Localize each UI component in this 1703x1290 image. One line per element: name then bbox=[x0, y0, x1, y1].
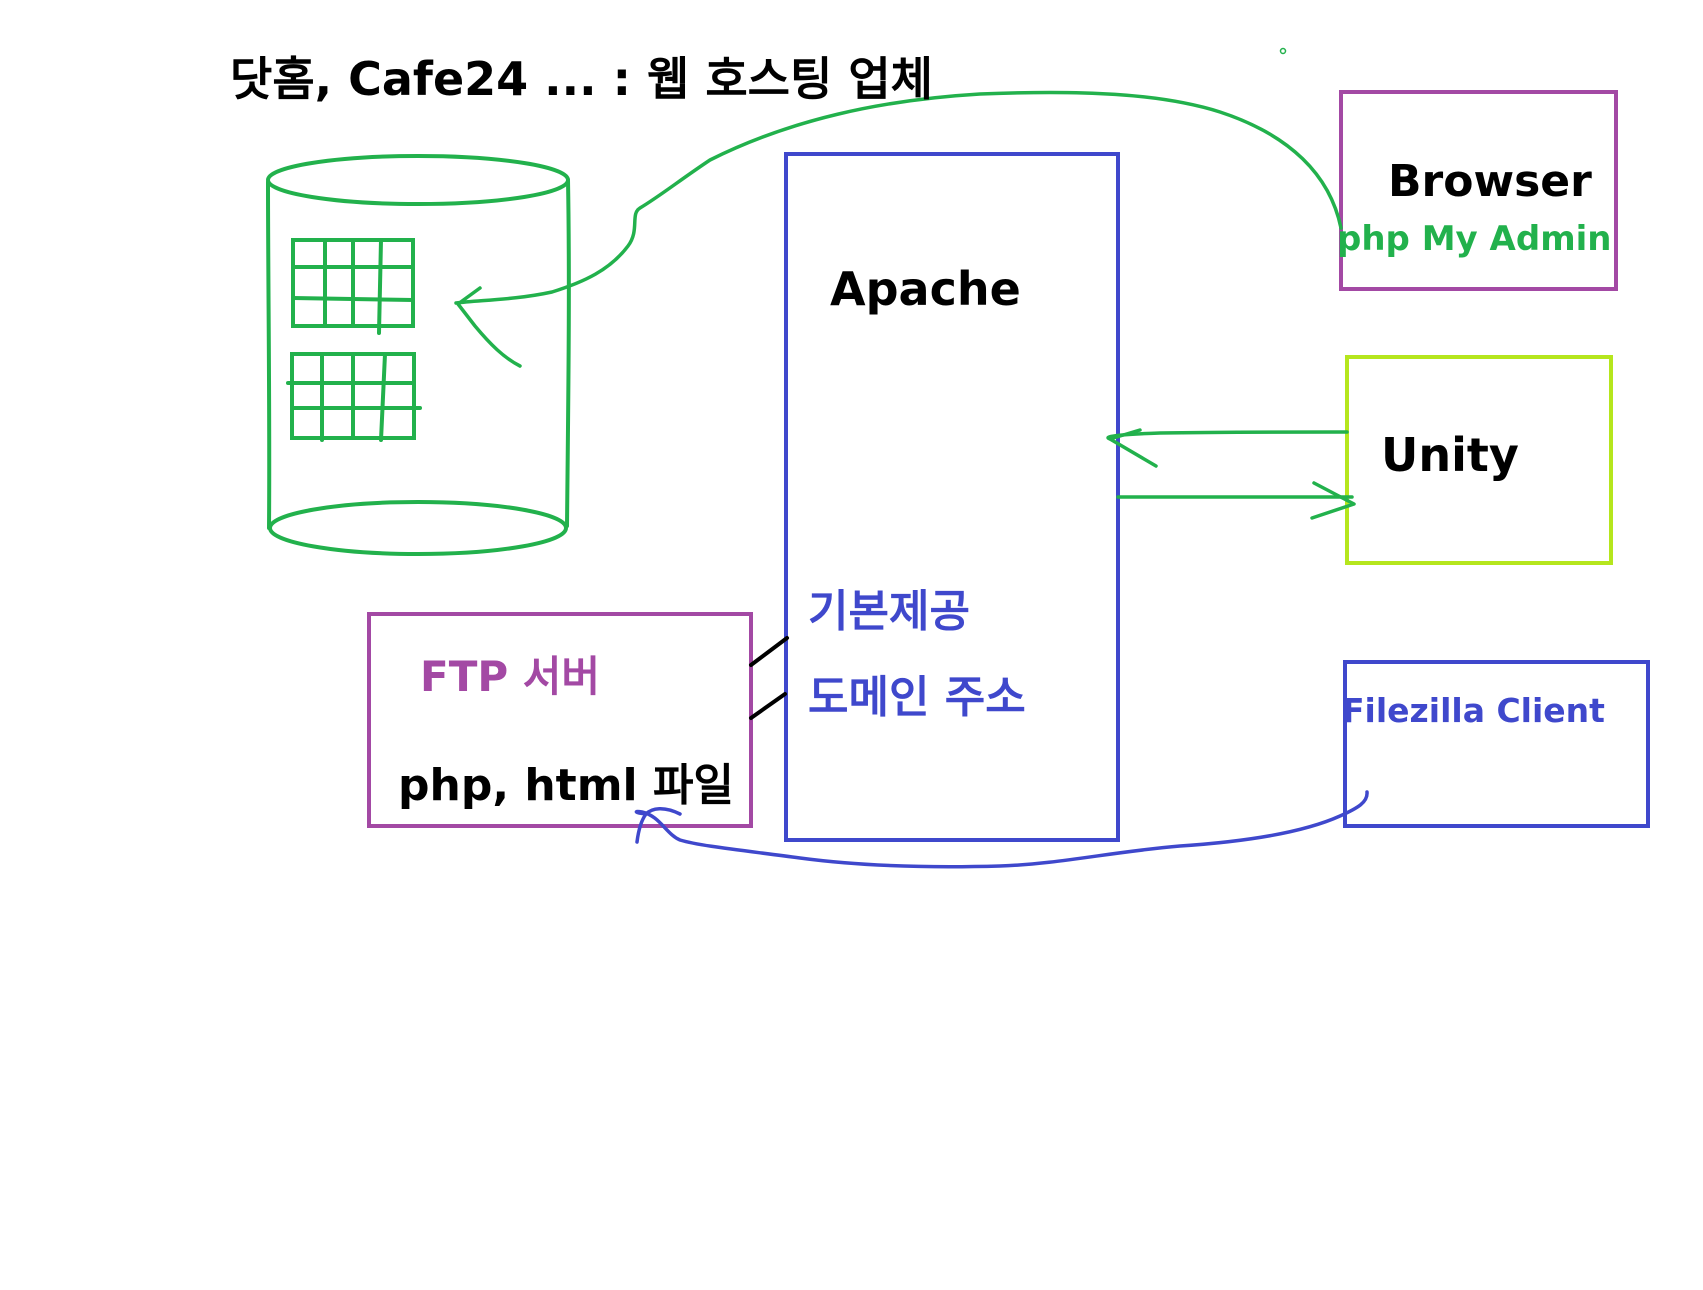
browser-box bbox=[1339, 90, 1618, 291]
database-right-side bbox=[565, 178, 571, 528]
filezilla-box bbox=[1343, 660, 1650, 828]
browser-label: Browser bbox=[1388, 156, 1592, 207]
browser-to-database-arrow bbox=[454, 90, 1343, 368]
php-my-admin-label: php My Admin bbox=[1337, 219, 1612, 259]
apache-domain-address-label: 도메인 주소 bbox=[808, 672, 1026, 723]
database-left-side bbox=[266, 180, 272, 530]
database-table-grid-lower bbox=[286, 352, 422, 442]
database-bottom-ellipse bbox=[268, 500, 568, 556]
unity-to-apache-arrow bbox=[1106, 428, 1349, 468]
database-cylinder bbox=[266, 154, 571, 556]
ftp-apache-link bbox=[749, 636, 789, 720]
apache-label: Apache bbox=[830, 262, 1021, 316]
filezilla-to-ftp-arrow bbox=[634, 790, 1369, 869]
ftp-server-box bbox=[367, 612, 753, 828]
database-top-ellipse bbox=[266, 154, 570, 206]
apache-basic-provided-label: 기본제공 bbox=[808, 586, 970, 637]
ftp-files-label: php, html 파일 bbox=[398, 760, 734, 811]
stray-speck bbox=[1279, 47, 1287, 55]
apache-to-unity-arrow bbox=[1116, 481, 1356, 520]
filezilla-client-label: Filezilla Client bbox=[1342, 691, 1605, 730]
database-table-grid-upper bbox=[291, 238, 415, 335]
apache-box bbox=[784, 152, 1120, 842]
unity-label: Unity bbox=[1381, 428, 1519, 482]
ftp-server-label: FTP 서버 bbox=[420, 652, 601, 701]
unity-box bbox=[1345, 355, 1613, 565]
diagram-title: 닷홈, Cafe24 ... : 웹 호스팅 업체 bbox=[230, 52, 933, 106]
